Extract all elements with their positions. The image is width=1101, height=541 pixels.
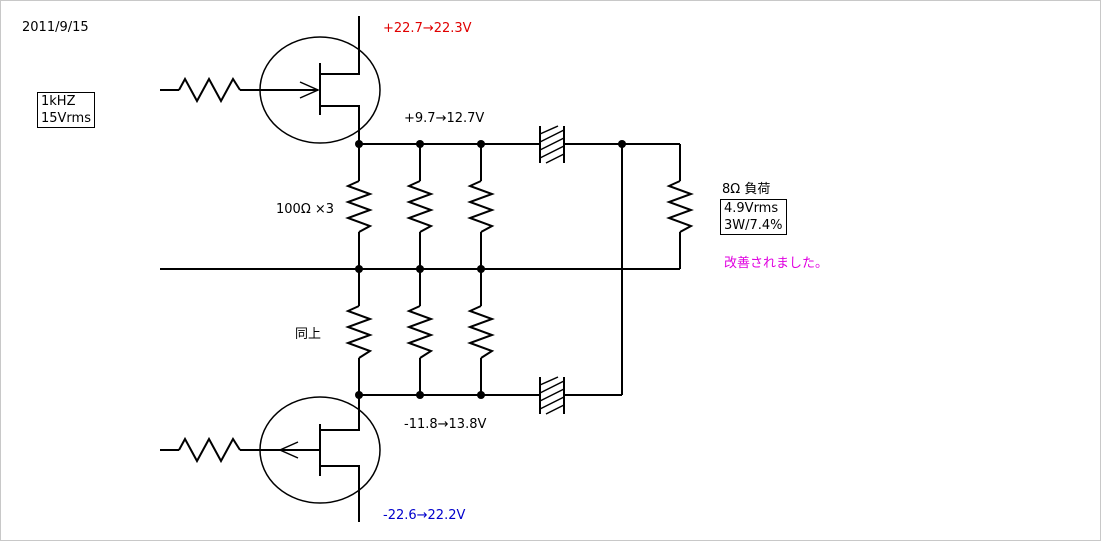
top-supply-voltage: +22.7→22.3V [383,21,472,36]
source-frequency: 1kHZ [41,94,76,109]
lower-resistor-label: 同上 [295,327,322,342]
source-spec-box: 1kHZ 15Vrms [37,92,95,128]
load-title: 8Ω 負荷 [722,182,771,197]
lower-node-voltage: -11.8→13.8V [404,417,487,432]
capacitor-upper [539,125,565,164]
load-spec-box: 4.9Vrms 3W/7.4% [720,199,787,235]
upper-resistor-label: 100Ω ×3 [276,202,335,217]
load-voltage: 4.9Vrms [724,201,779,216]
load-power-distortion: 3W/7.4% [724,218,783,233]
upper-resistor-bank [345,144,495,269]
capacitor-lower [539,376,565,415]
lower-resistor-bank [345,269,495,395]
source-amplitude: 15Vrms [41,111,91,126]
date-label: 2011/9/15 [22,20,89,35]
improvement-note: 改善されました。 [724,256,829,271]
junction-dots [355,140,626,399]
transistor-top [160,16,381,144]
upper-node-voltage: +9.7→12.7V [404,111,485,126]
bottom-supply-voltage: -22.6→22.2V [383,508,466,523]
load-resistor [666,144,694,269]
transistor-bottom [160,395,381,522]
